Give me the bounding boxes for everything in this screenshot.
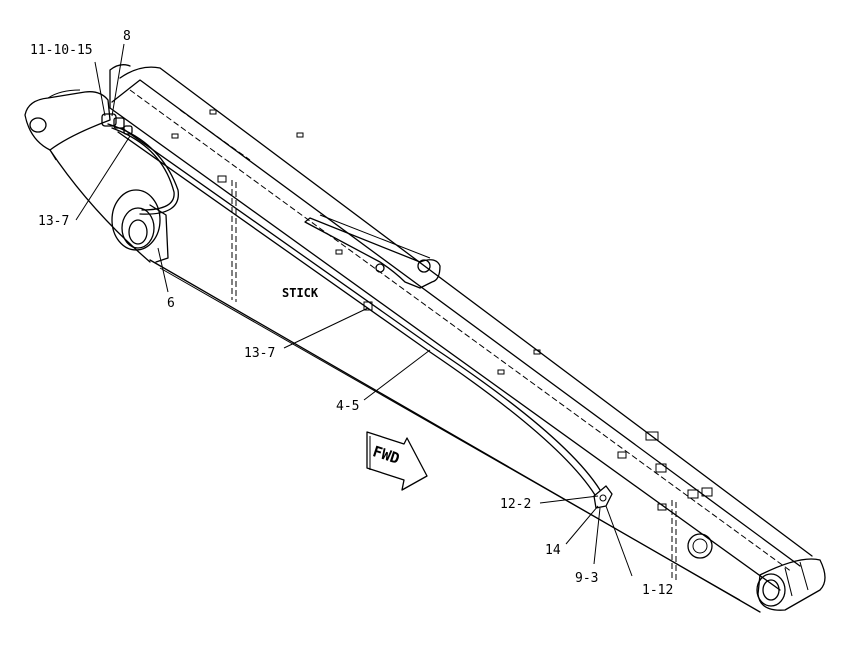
callout-14: 14: [545, 543, 561, 558]
fwd-label: FWD: [371, 442, 402, 467]
left-end-clevis: [24, 89, 111, 161]
callout-6: 6: [167, 296, 175, 311]
hose-lines: [101, 113, 601, 496]
leader-lines: [75, 43, 633, 577]
callout-11-10-15: 11-10-15: [30, 43, 93, 58]
callout-8: 8: [123, 29, 131, 44]
lower-fitting: [593, 485, 613, 509]
stick-body: [49, 64, 813, 613]
clip-blocks: [171, 109, 713, 511]
stick-label: STICK: [282, 286, 319, 300]
callout-12-2: 12-2: [500, 497, 531, 512]
fwd-arrow-icon: FWD: [366, 431, 428, 491]
callout-4-5: 4-5: [336, 399, 359, 414]
callout-9-3: 9-3: [575, 571, 598, 586]
callout-1-12: 1-12: [642, 583, 673, 598]
callout-13-7-upper: 13-7: [38, 214, 69, 229]
mounting-bracket: [304, 214, 441, 289]
callout-13-7-lower: 13-7: [244, 346, 275, 361]
right-end-boss: [687, 533, 826, 611]
pivot-boss: [111, 189, 169, 263]
